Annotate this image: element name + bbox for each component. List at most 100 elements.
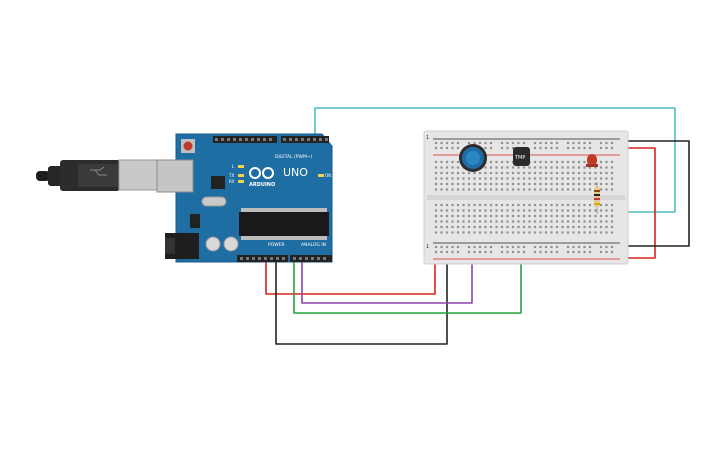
- breadboard-hole[interactable]: [495, 188, 498, 191]
- breadboard-hole[interactable]: [495, 209, 498, 212]
- breadboard-hole[interactable]: [451, 188, 454, 191]
- breadboard-hole[interactable]: [561, 171, 564, 175]
- breadboard-hole[interactable]: [489, 209, 493, 212]
- breadboard-hole[interactable]: [445, 177, 449, 180]
- breadboard-hole[interactable]: [473, 250, 476, 254]
- breadboard-hole[interactable]: [544, 177, 548, 180]
- breadboard-hole[interactable]: [484, 214, 487, 218]
- breadboard-hole[interactable]: [610, 231, 614, 234]
- breadboard-hole[interactable]: [445, 203, 449, 207]
- breadboard-hole[interactable]: [495, 160, 498, 164]
- breadboard-hole[interactable]: [577, 188, 581, 191]
- breadboard-hole[interactable]: [605, 171, 608, 175]
- breadboard-hole[interactable]: [533, 146, 537, 150]
- breadboard-hole[interactable]: [522, 177, 526, 180]
- breadboard-hole[interactable]: [566, 166, 570, 169]
- breadboard-hole[interactable]: [605, 250, 608, 254]
- breadboard-hole[interactable]: [517, 225, 520, 229]
- breadboard-hole[interactable]: [588, 220, 592, 223]
- breadboard-hole[interactable]: [445, 214, 449, 218]
- breadboard-hole[interactable]: [511, 141, 515, 145]
- breadboard-hole[interactable]: [566, 209, 570, 212]
- breadboard-hole[interactable]: [462, 203, 465, 207]
- breadboard-hole[interactable]: [544, 203, 548, 207]
- breadboard-hole[interactable]: [484, 245, 487, 249]
- breadboard-hole[interactable]: [572, 203, 575, 207]
- breadboard-hole[interactable]: [473, 231, 476, 234]
- breadboard-hole[interactable]: [555, 146, 559, 150]
- breadboard-hole[interactable]: [533, 245, 537, 249]
- breadboard-hole[interactable]: [555, 225, 559, 229]
- breadboard-hole[interactable]: [583, 188, 586, 191]
- breadboard-hole[interactable]: [539, 182, 542, 186]
- breadboard-hole[interactable]: [473, 209, 476, 212]
- breadboard-hole[interactable]: [599, 225, 603, 229]
- breadboard-hole[interactable]: [456, 225, 460, 229]
- breadboard-hole[interactable]: [451, 203, 454, 207]
- breadboard-hole[interactable]: [434, 203, 438, 207]
- breadboard-hole[interactable]: [451, 250, 454, 254]
- breadboard-hole[interactable]: [544, 188, 548, 191]
- breadboard-hole[interactable]: [610, 203, 614, 207]
- breadboard-hole[interactable]: [550, 225, 553, 229]
- breadboard-hole[interactable]: [451, 214, 454, 218]
- breadboard-hole[interactable]: [440, 146, 443, 150]
- breadboard-hole[interactable]: [495, 214, 498, 218]
- breadboard-hole[interactable]: [577, 177, 581, 180]
- breadboard-hole[interactable]: [605, 209, 608, 212]
- resistor[interactable]: [594, 182, 600, 214]
- breadboard-hole[interactable]: [561, 209, 564, 212]
- breadboard-hole[interactable]: [566, 188, 570, 191]
- breadboard-hole[interactable]: [484, 250, 487, 254]
- breadboard-hole[interactable]: [577, 209, 581, 212]
- breadboard-hole[interactable]: [434, 182, 438, 186]
- breadboard-hole[interactable]: [605, 225, 608, 229]
- breadboard-hole[interactable]: [572, 182, 575, 186]
- breadboard-hole[interactable]: [522, 171, 526, 175]
- breadboard-hole[interactable]: [588, 177, 592, 180]
- breadboard-hole[interactable]: [451, 171, 454, 175]
- breadboard-hole[interactable]: [500, 225, 504, 229]
- breadboard-hole[interactable]: [484, 203, 487, 207]
- breadboard-hole[interactable]: [577, 250, 581, 254]
- breadboard-hole[interactable]: [522, 214, 526, 218]
- breadboard-hole[interactable]: [440, 141, 443, 145]
- breadboard-hole[interactable]: [566, 250, 570, 254]
- breadboard-hole[interactable]: [500, 245, 504, 249]
- breadboard-hole[interactable]: [544, 250, 548, 254]
- breadboard-hole[interactable]: [544, 171, 548, 175]
- breadboard-hole[interactable]: [478, 141, 482, 145]
- breadboard-hole[interactable]: [528, 209, 531, 212]
- wire-black-right[interactable]: [627, 140, 690, 247]
- breadboard-hole[interactable]: [594, 220, 597, 223]
- breadboard-hole[interactable]: [572, 220, 575, 223]
- breadboard-hole[interactable]: [489, 166, 493, 169]
- breadboard-hole[interactable]: [467, 245, 471, 249]
- breadboard-hole[interactable]: [495, 166, 498, 169]
- breadboard-hole[interactable]: [572, 166, 575, 169]
- breadboard-hole[interactable]: [451, 146, 454, 150]
- breadboard-hole[interactable]: [473, 203, 476, 207]
- breadboard-hole[interactable]: [583, 141, 586, 145]
- breadboard-hole[interactable]: [588, 182, 592, 186]
- breadboard-hole[interactable]: [539, 166, 542, 169]
- breadboard-hole[interactable]: [583, 171, 586, 175]
- breadboard-hole[interactable]: [478, 250, 482, 254]
- breadboard-hole[interactable]: [511, 171, 515, 175]
- breadboard-hole[interactable]: [572, 250, 575, 254]
- breadboard-hole[interactable]: [440, 166, 443, 169]
- breadboard-hole[interactable]: [566, 141, 570, 145]
- breadboard-hole[interactable]: [511, 214, 515, 218]
- breadboard-hole[interactable]: [506, 203, 509, 207]
- breadboard-hole[interactable]: [528, 171, 531, 175]
- wire-black-gnd[interactable]: [275, 258, 448, 345]
- breadboard-hole[interactable]: [566, 214, 570, 218]
- breadboard-hole[interactable]: [610, 188, 614, 191]
- led-red[interactable]: [586, 154, 598, 167]
- breadboard-hole[interactable]: [550, 166, 553, 169]
- breadboard-hole[interactable]: [605, 166, 608, 169]
- breadboard-hole[interactable]: [599, 166, 603, 169]
- breadboard-hole[interactable]: [484, 231, 487, 234]
- breadboard-hole[interactable]: [566, 220, 570, 223]
- breadboard-hole[interactable]: [599, 214, 603, 218]
